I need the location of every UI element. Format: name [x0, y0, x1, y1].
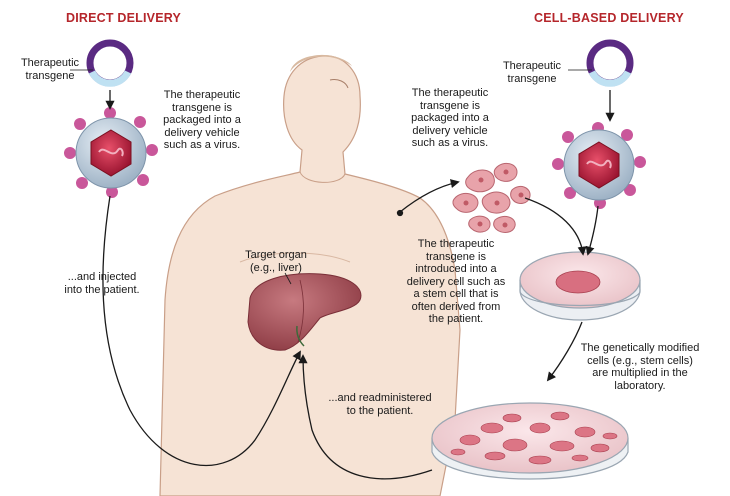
label-transgene-left: Therapeutic transgene [20, 57, 80, 82]
label-packaged-right: The therapeutic transgene is packaged in… [411, 87, 489, 149]
arrow-virus-to-dish [585, 205, 599, 256]
virus-vehicle-right [552, 122, 646, 209]
stem-cells-cluster [452, 162, 531, 233]
label-readministered: ...and readministered to the patient. [328, 392, 432, 417]
flow-arrows [102, 90, 615, 480]
arrow-readminister-path [298, 354, 433, 480]
label-transgene-right: Therapeutic transgene [502, 60, 562, 85]
arrow-body-to-cells [399, 179, 460, 213]
plasmid-left [86, 39, 134, 87]
arrow-cells-to-dish [524, 197, 587, 256]
petri-dish-small [519, 251, 641, 321]
label-multiplied: The genetically modified cells (e.g., st… [580, 342, 700, 392]
header-direct-delivery: DIRECT DELIVERY [66, 11, 182, 25]
arrow-dish-to-large-dish [546, 321, 583, 382]
label-injected: ...and injected into the patient. [64, 271, 140, 296]
label-introduced: The therapeutic transgene is introduced … [406, 238, 506, 325]
petri-dish-large [431, 402, 629, 480]
liver-organ [247, 273, 362, 351]
arrow-injection-path [102, 195, 301, 467]
leader-lines [70, 69, 592, 285]
plasmid-right [586, 39, 634, 87]
header-cell-based-delivery: CELL-BASED DELIVERY [534, 11, 684, 25]
virus-vehicle-left [64, 107, 158, 198]
label-target-organ: Target organ (e.g., liver) [245, 249, 307, 274]
label-packaged-left: The therapeutic transgene is packaged in… [163, 89, 241, 151]
